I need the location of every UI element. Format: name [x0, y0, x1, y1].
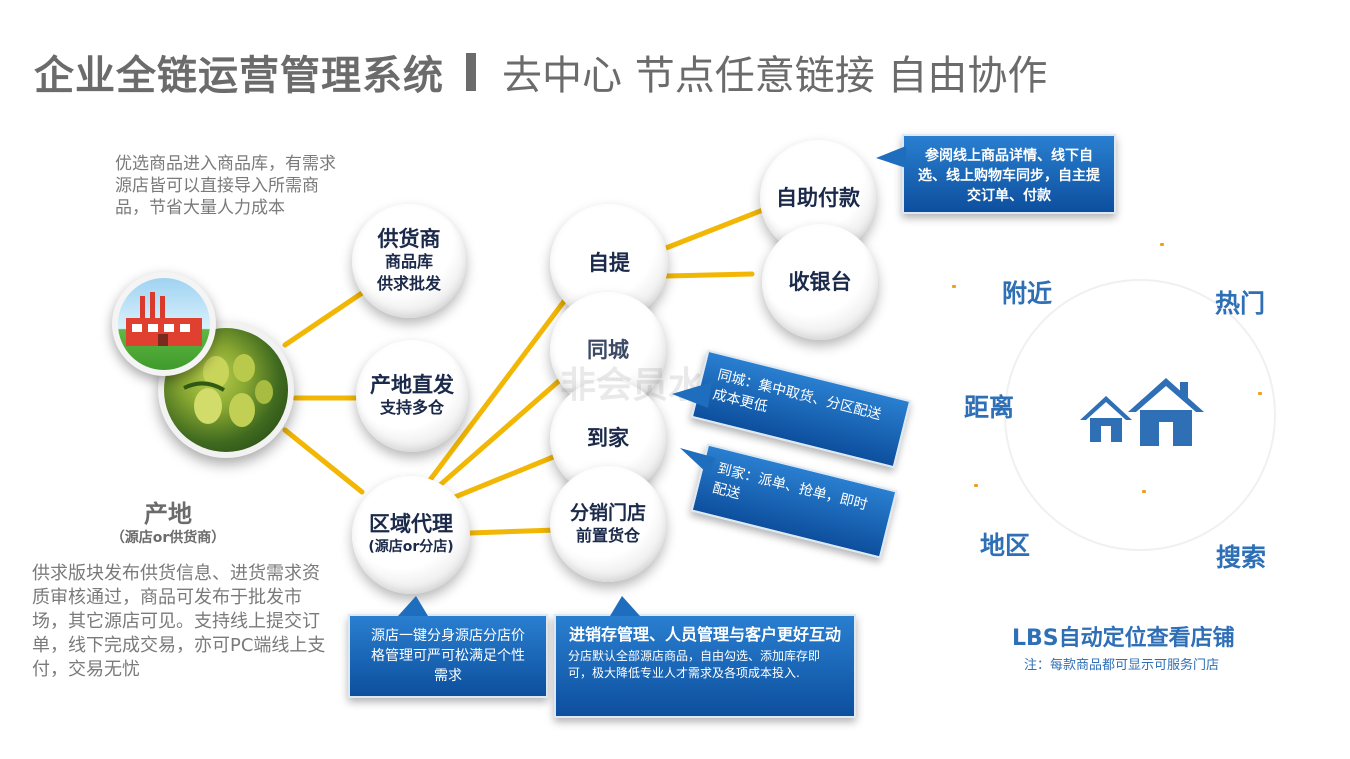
- page-title: 企业全链运营管理系统 去中心 节点任意链接 自由协作: [34, 44, 1047, 100]
- origin-subtitle: （源店or供货商）: [110, 530, 226, 546]
- node-home-title: 到家: [587, 426, 629, 450]
- node-direct: 产地直发 支持多仓: [356, 340, 468, 452]
- title-sub: 去中心 节点任意链接 自由协作: [502, 53, 1048, 99]
- line-regional-pickup: [427, 297, 568, 483]
- callout-inventory-body: 分店默认全部源店商品，自由勾选、添加库存即可，极大降低专业人才需求及各项成本投入…: [568, 649, 821, 680]
- line-origin-regional: [282, 427, 365, 495]
- lbs-ring: [1004, 279, 1276, 551]
- node-direct-line2: 支持多仓: [379, 398, 444, 417]
- line-pickup-selfpay: [663, 205, 771, 251]
- decor-dot: [974, 484, 978, 487]
- node-cashier: 收银台: [762, 224, 878, 340]
- node-supplier-line3: 供求批发: [376, 274, 441, 293]
- lbs-search: 搜索: [1216, 543, 1267, 572]
- node-supplier-title: 供货商: [377, 227, 441, 251]
- lbs-distance: 距离: [964, 393, 1015, 422]
- node-home: 到家: [550, 380, 666, 496]
- node-direct-title: 产地直发: [370, 373, 454, 397]
- node-regional-line2: (源店or分店): [368, 539, 454, 555]
- callout-home-pointer: [680, 448, 716, 474]
- title-main: 企业全链运营管理系统: [34, 53, 444, 99]
- callout-regional-pointer: [398, 596, 428, 616]
- line-pickup-cashier: [663, 271, 755, 279]
- line-regional-city: [437, 377, 563, 488]
- lbs-title: LBS自动定位查看店铺: [1012, 626, 1235, 651]
- lbs-hot: 热门: [1215, 289, 1266, 318]
- lbs-note: 注：每款商品都可显示可服务门店: [1024, 658, 1220, 673]
- decor-dot: [952, 285, 956, 288]
- factory-icon: [118, 278, 210, 370]
- callout-inventory: 进销存管理、人员管理与客户更好互动 分店默认全部源店商品，自由勾选、添加库存即可…: [554, 614, 856, 718]
- title-divider: [466, 53, 476, 91]
- callout-city-pointer: [672, 382, 712, 408]
- line-regional-home: [452, 452, 561, 500]
- node-distribution-title: 分销门店: [569, 502, 646, 524]
- lbs-nearby: 附近: [1002, 279, 1053, 308]
- callout-self-pay-text: 参阅线上商品详情、线下自选、线上购物车同步，自主提交订单、付款: [918, 148, 1100, 204]
- node-supplier: 供货商 商品库 供求批发: [352, 204, 466, 318]
- node-pickup-title: 自提: [588, 251, 630, 275]
- house-icon: [1080, 378, 1204, 446]
- callout-self-pay: 参阅线上商品详情、线下自选、线上购物车同步，自主提交订单、付款: [902, 134, 1116, 214]
- node-distribution-line2: 前置货仓: [575, 526, 640, 545]
- bottom-left-description: 供求版块发布供货信息、进货需求资质审核通过，商品可发布于批发市场，其它源店可见。…: [32, 563, 326, 680]
- decor-dot: [1142, 490, 1146, 493]
- node-distribution: 分销门店 前置货仓: [550, 466, 666, 582]
- decor-dot: [1258, 392, 1262, 395]
- callout-regional-text: 源店一键分身源店分店价格管理可严可松满足个性需求: [371, 628, 525, 684]
- node-self-pay-title: 自助付款: [776, 186, 860, 210]
- line-origin-supplier: [282, 290, 365, 348]
- decor-dot: [1160, 243, 1164, 246]
- callout-inventory-pointer: [610, 596, 640, 616]
- lbs-region: 地区: [980, 531, 1031, 560]
- origin-title: 产地: [144, 500, 192, 528]
- node-regional: 区域代理 (源店or分店): [352, 476, 470, 594]
- node-supplier-line2: 商品库: [384, 252, 433, 271]
- node-cashier-title: 收银台: [788, 270, 852, 294]
- top-left-description: 优选商品进入商品库，有需求源店皆可以直接导入所需商品，节省大量人力成本: [115, 154, 336, 218]
- node-city-title: 同城: [587, 338, 629, 362]
- line-regional-distribution: [467, 527, 559, 536]
- callout-self-pay-pointer: [876, 146, 906, 168]
- node-regional-title: 区域代理: [369, 512, 453, 536]
- callout-inventory-title: 进销存管理、人员管理与客户更好互动: [568, 625, 841, 644]
- factory-image: [112, 272, 216, 376]
- callout-regional: 源店一键分身源店分店价格管理可严可松满足个性需求: [348, 614, 548, 698]
